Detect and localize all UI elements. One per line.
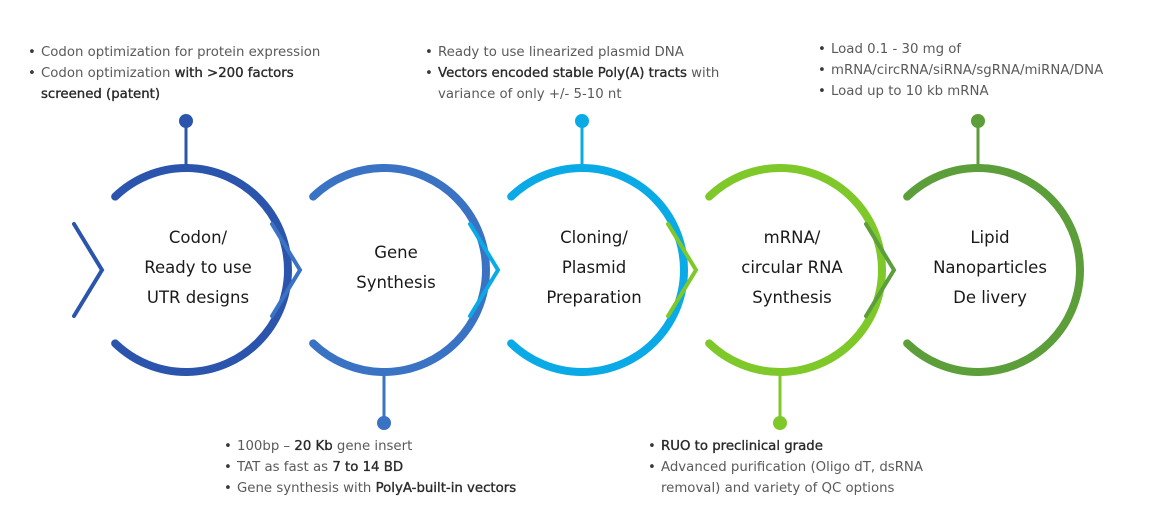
note-item: Gene synthesis with PolyA-built-in vecto…	[224, 478, 516, 499]
note-item: Load 0.1 - 30 mg of	[818, 39, 1103, 60]
note-text-bold: RUO to preclinical grade	[661, 439, 823, 454]
note-item: Codon optimization with >200 factors	[28, 63, 320, 84]
note-text-bold: Vectors encoded stable Poly(A) tracts	[438, 66, 687, 81]
stage-title-line: Cloning/	[560, 228, 628, 247]
connector-dot-gene-synthesis	[377, 416, 391, 430]
stage-notes-lnp: Load 0.1 - 30 mg of mRNA/circRNA/siRNA/sg…	[818, 39, 1103, 102]
note-text: mRNA/circRNA/siRNA/sgRNA/miRNA/DNA	[831, 63, 1104, 78]
stage-notes-gene-synthesis: 100bp – 20 Kb gene insertTAT as fast as …	[224, 436, 516, 499]
stage-title-line: Plasmid	[561, 258, 627, 277]
note-item: 100bp – 20 Kb gene insert	[224, 436, 516, 457]
note-item: Vectors encoded stable Poly(A) tracts wi…	[425, 63, 719, 84]
chevron-arrow-icon-mrna	[666, 222, 699, 318]
note-text-bold: with >200 factors	[174, 66, 294, 81]
note-item: Codon optimization for protein expressio…	[28, 42, 320, 63]
note-text: Advanced purification (Oligo dT, dsRNA	[661, 460, 923, 475]
note-text: gene insert	[332, 439, 413, 454]
stage-title-line: Codon/	[168, 228, 228, 247]
connector-dot-codon	[179, 114, 193, 128]
note-text: with	[686, 66, 720, 81]
note-item: removal) and variety of QC options	[648, 478, 923, 499]
note-text: Codon optimization	[41, 66, 175, 81]
stage-title-line: Lipid	[970, 228, 1010, 247]
stage-title-line: circular RNA	[741, 258, 843, 277]
note-text: Codon optimization for protein expressio…	[41, 45, 321, 60]
note-item: Load up to 10 kb mRNA	[818, 81, 1103, 102]
stage-title-line: Synthesis	[356, 273, 436, 292]
chevron-arrow-icon-gene-synthesis	[270, 222, 303, 318]
note-text: variance of only +/- 5-10 nt	[438, 87, 622, 102]
note-text: removal) and variety of QC options	[661, 481, 895, 496]
stage-title-line: Preparation	[546, 288, 642, 307]
stage-title-line: Synthesis	[752, 288, 832, 307]
stage-ring-gene-synthesis	[309, 164, 490, 376]
note-item: RUO to preclinical grade	[648, 436, 923, 457]
chevron-arrow-icon-lnp	[864, 222, 897, 318]
stage-notes-cloning: Ready to use linearized plasmid DNA Vecto…	[425, 42, 719, 105]
note-text-bold: PolyA-built-in vectors	[375, 481, 517, 496]
chevron-arrow-icon-cloning	[468, 222, 501, 318]
stage-title-line: UTR designs	[146, 288, 250, 307]
note-item: Advanced purification (Oligo dT, dsRNA	[648, 457, 923, 478]
note-text: Load 0.1 - 30 mg of	[831, 42, 962, 57]
stage-notes-codon: Codon optimization for protein expressio…	[28, 42, 320, 105]
note-item: screened (patent)	[28, 84, 320, 105]
stage-title-line: De livery	[953, 288, 1027, 307]
connector-dot-cloning	[575, 114, 589, 128]
note-item: mRNA/circRNA/siRNA/sgRNA/miRNA/DNA	[818, 60, 1103, 81]
connector-dot-mrna	[773, 416, 787, 430]
note-item: Ready to use linearized plasmid DNA	[425, 42, 719, 63]
note-text-bold: 7 to 14 BD	[332, 460, 404, 475]
connector-dot-lnp	[971, 114, 985, 128]
stage-title-line: mRNA/	[763, 228, 821, 247]
note-text: Ready to use linearized plasmid DNA	[438, 45, 684, 60]
note-text-bold: screened (patent)	[41, 87, 161, 102]
stage-title-mrna: mRNA/circular RNA Synthesis	[697, 223, 887, 313]
note-text: TAT as fast as	[237, 460, 333, 475]
stage-title-line: Nanoparticles	[933, 258, 1047, 277]
stage-ring-cloning	[507, 164, 688, 376]
stage-title-line: Gene	[374, 243, 418, 262]
stage-ring-lnp	[903, 164, 1084, 376]
note-text-bold: 20 Kb	[294, 439, 333, 454]
stage-ring-codon	[111, 164, 292, 376]
note-text: 100bp –	[237, 439, 295, 454]
stage-title-line: Ready to use	[144, 258, 252, 277]
note-text: Gene synthesis with	[237, 481, 376, 496]
note-item: variance of only +/- 5-10 nt	[425, 84, 719, 105]
stage-notes-mrna: RUO to preclinical gradeAdvanced purific…	[648, 436, 923, 499]
note-item: TAT as fast as 7 to 14 BD	[224, 457, 516, 478]
chevron-arrow-icon-codon	[72, 222, 105, 318]
note-text: Load up to 10 kb mRNA	[831, 84, 989, 99]
stage-ring-mrna	[705, 164, 886, 376]
